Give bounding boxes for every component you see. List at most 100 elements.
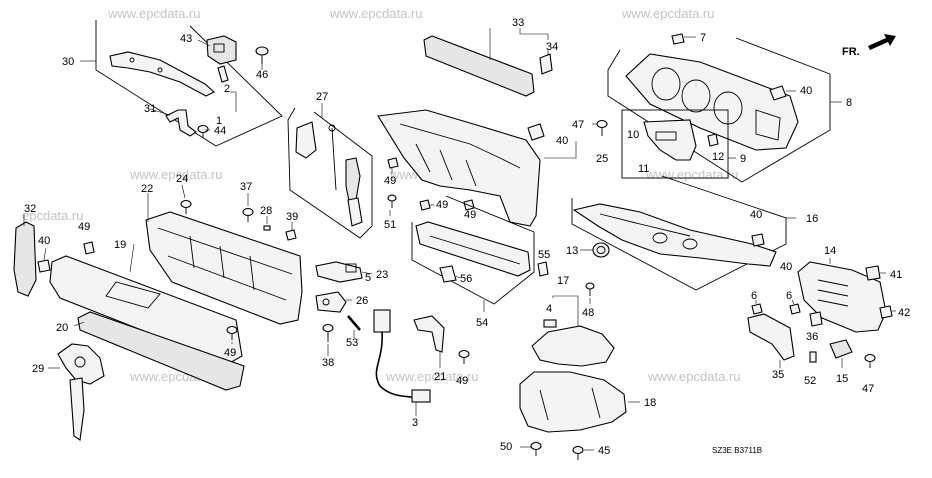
label-40-center-panel: 40 xyxy=(780,261,792,273)
watermark-top-left: www.epcdata.ru xyxy=(108,6,201,21)
screw-50 xyxy=(530,441,542,456)
clip-12 xyxy=(707,133,719,147)
diagram-code: SZ3E B3711B xyxy=(712,446,763,455)
label-36: 36 xyxy=(806,331,818,343)
label-49-center-mid: 49 xyxy=(436,199,448,211)
label-9: 9 xyxy=(740,153,746,165)
label-34: 34 xyxy=(546,41,558,53)
label-11: 11 xyxy=(638,163,649,175)
screw-38 xyxy=(322,323,334,342)
screw-49-center-bottom xyxy=(458,349,470,364)
lower-panel-16 xyxy=(572,203,777,267)
label-49-left: 49 xyxy=(78,221,90,233)
pin-52 xyxy=(809,351,817,363)
label-40-lower: 40 xyxy=(750,209,762,221)
label-43: 43 xyxy=(180,33,192,45)
clip-6-right xyxy=(789,303,801,315)
meter-visor xyxy=(625,53,799,151)
label-5: 5 xyxy=(365,272,371,284)
screw-47-right xyxy=(864,353,876,368)
label-24: 24 xyxy=(176,173,188,185)
frame-27-outline xyxy=(287,107,373,239)
clip-49-center-top xyxy=(387,157,399,169)
frame-54-outline xyxy=(411,195,535,305)
label-41: 41 xyxy=(890,269,902,281)
label-45: 45 xyxy=(598,445,610,457)
glove-box-lid-19 xyxy=(49,255,243,365)
label-17: 17 xyxy=(557,275,569,287)
label-49-center-right: 49 xyxy=(464,209,476,221)
label-25: 25 xyxy=(596,153,608,165)
clip-56 xyxy=(439,265,457,283)
label-40-right: 40 xyxy=(800,85,812,97)
clip-40-lower xyxy=(751,233,765,247)
watermark-bottom-center: www.epcdata.ru xyxy=(386,369,479,384)
label-21: 21 xyxy=(434,371,446,383)
bolt-37 xyxy=(242,207,254,222)
label-10: 10 xyxy=(627,129,639,141)
label-49-center-top: 49 xyxy=(384,175,396,187)
clip-36 xyxy=(809,311,823,327)
pin-53 xyxy=(347,315,361,331)
label-30: 30 xyxy=(62,56,74,68)
frame-30-outline xyxy=(95,20,283,147)
label-47-right: 47 xyxy=(862,383,874,395)
screw-49-bottom-left xyxy=(226,325,238,340)
label-20: 20 xyxy=(56,322,68,334)
label-13: 13 xyxy=(566,245,578,257)
cushion-15 xyxy=(829,339,853,359)
label-37: 37 xyxy=(240,181,252,193)
frame-9-outline xyxy=(621,109,729,179)
label-23: 23 xyxy=(376,269,388,281)
clip-49-left xyxy=(83,241,95,255)
label-29: 29 xyxy=(32,363,44,375)
label-40-left: 40 xyxy=(38,235,50,247)
clip-42 xyxy=(879,305,893,319)
clip-49-center-mid xyxy=(419,199,431,211)
harness-3 xyxy=(373,309,431,403)
label-8: 8 xyxy=(846,97,852,109)
label-32: 32 xyxy=(24,203,36,215)
bracket-26 xyxy=(315,291,347,313)
label-28: 28 xyxy=(260,205,272,217)
bracket-35 xyxy=(747,313,795,361)
label-15: 15 xyxy=(836,373,848,385)
label-56: 56 xyxy=(460,273,472,285)
bolt-24 xyxy=(180,199,192,214)
watermark-bottom-right: www.epcdata.ru xyxy=(648,369,741,384)
bracket-31 xyxy=(165,109,197,137)
clip-34 xyxy=(539,53,553,75)
glove-box-22 xyxy=(145,211,303,325)
label-48: 48 xyxy=(582,307,594,319)
label-54: 54 xyxy=(476,317,488,329)
label-22: 22 xyxy=(141,183,153,195)
upper-column-cover-17 xyxy=(531,325,615,367)
label-14: 14 xyxy=(824,245,836,257)
label-52: 52 xyxy=(804,375,816,387)
clamp-43 xyxy=(206,35,237,65)
cushion-4 xyxy=(543,319,557,328)
label-44: 44 xyxy=(214,125,226,137)
label-49-center-bottom: 49 xyxy=(456,375,468,387)
label-55: 55 xyxy=(538,249,550,261)
label-6-left: 6 xyxy=(751,290,757,302)
bracket-10 xyxy=(643,119,697,161)
clip-2 xyxy=(217,65,229,83)
label-39: 39 xyxy=(286,211,298,223)
garnish-54 xyxy=(415,221,531,277)
label-50: 50 xyxy=(500,441,512,453)
watermark-mid-left: epcdata.ru xyxy=(22,208,84,223)
label-26: 26 xyxy=(356,295,368,307)
label-53: 53 xyxy=(346,337,358,349)
bolt-46 xyxy=(255,46,269,64)
label-4: 4 xyxy=(546,303,552,315)
label-27: 27 xyxy=(316,91,328,103)
clip-6-left xyxy=(751,303,763,315)
front-direction-label: FR. xyxy=(842,46,860,58)
cushion-28 xyxy=(263,225,271,231)
label-7: 7 xyxy=(700,32,706,44)
screw-45 xyxy=(572,445,584,460)
lid-panel-20 xyxy=(77,311,245,391)
label-1: 1 xyxy=(216,115,222,127)
